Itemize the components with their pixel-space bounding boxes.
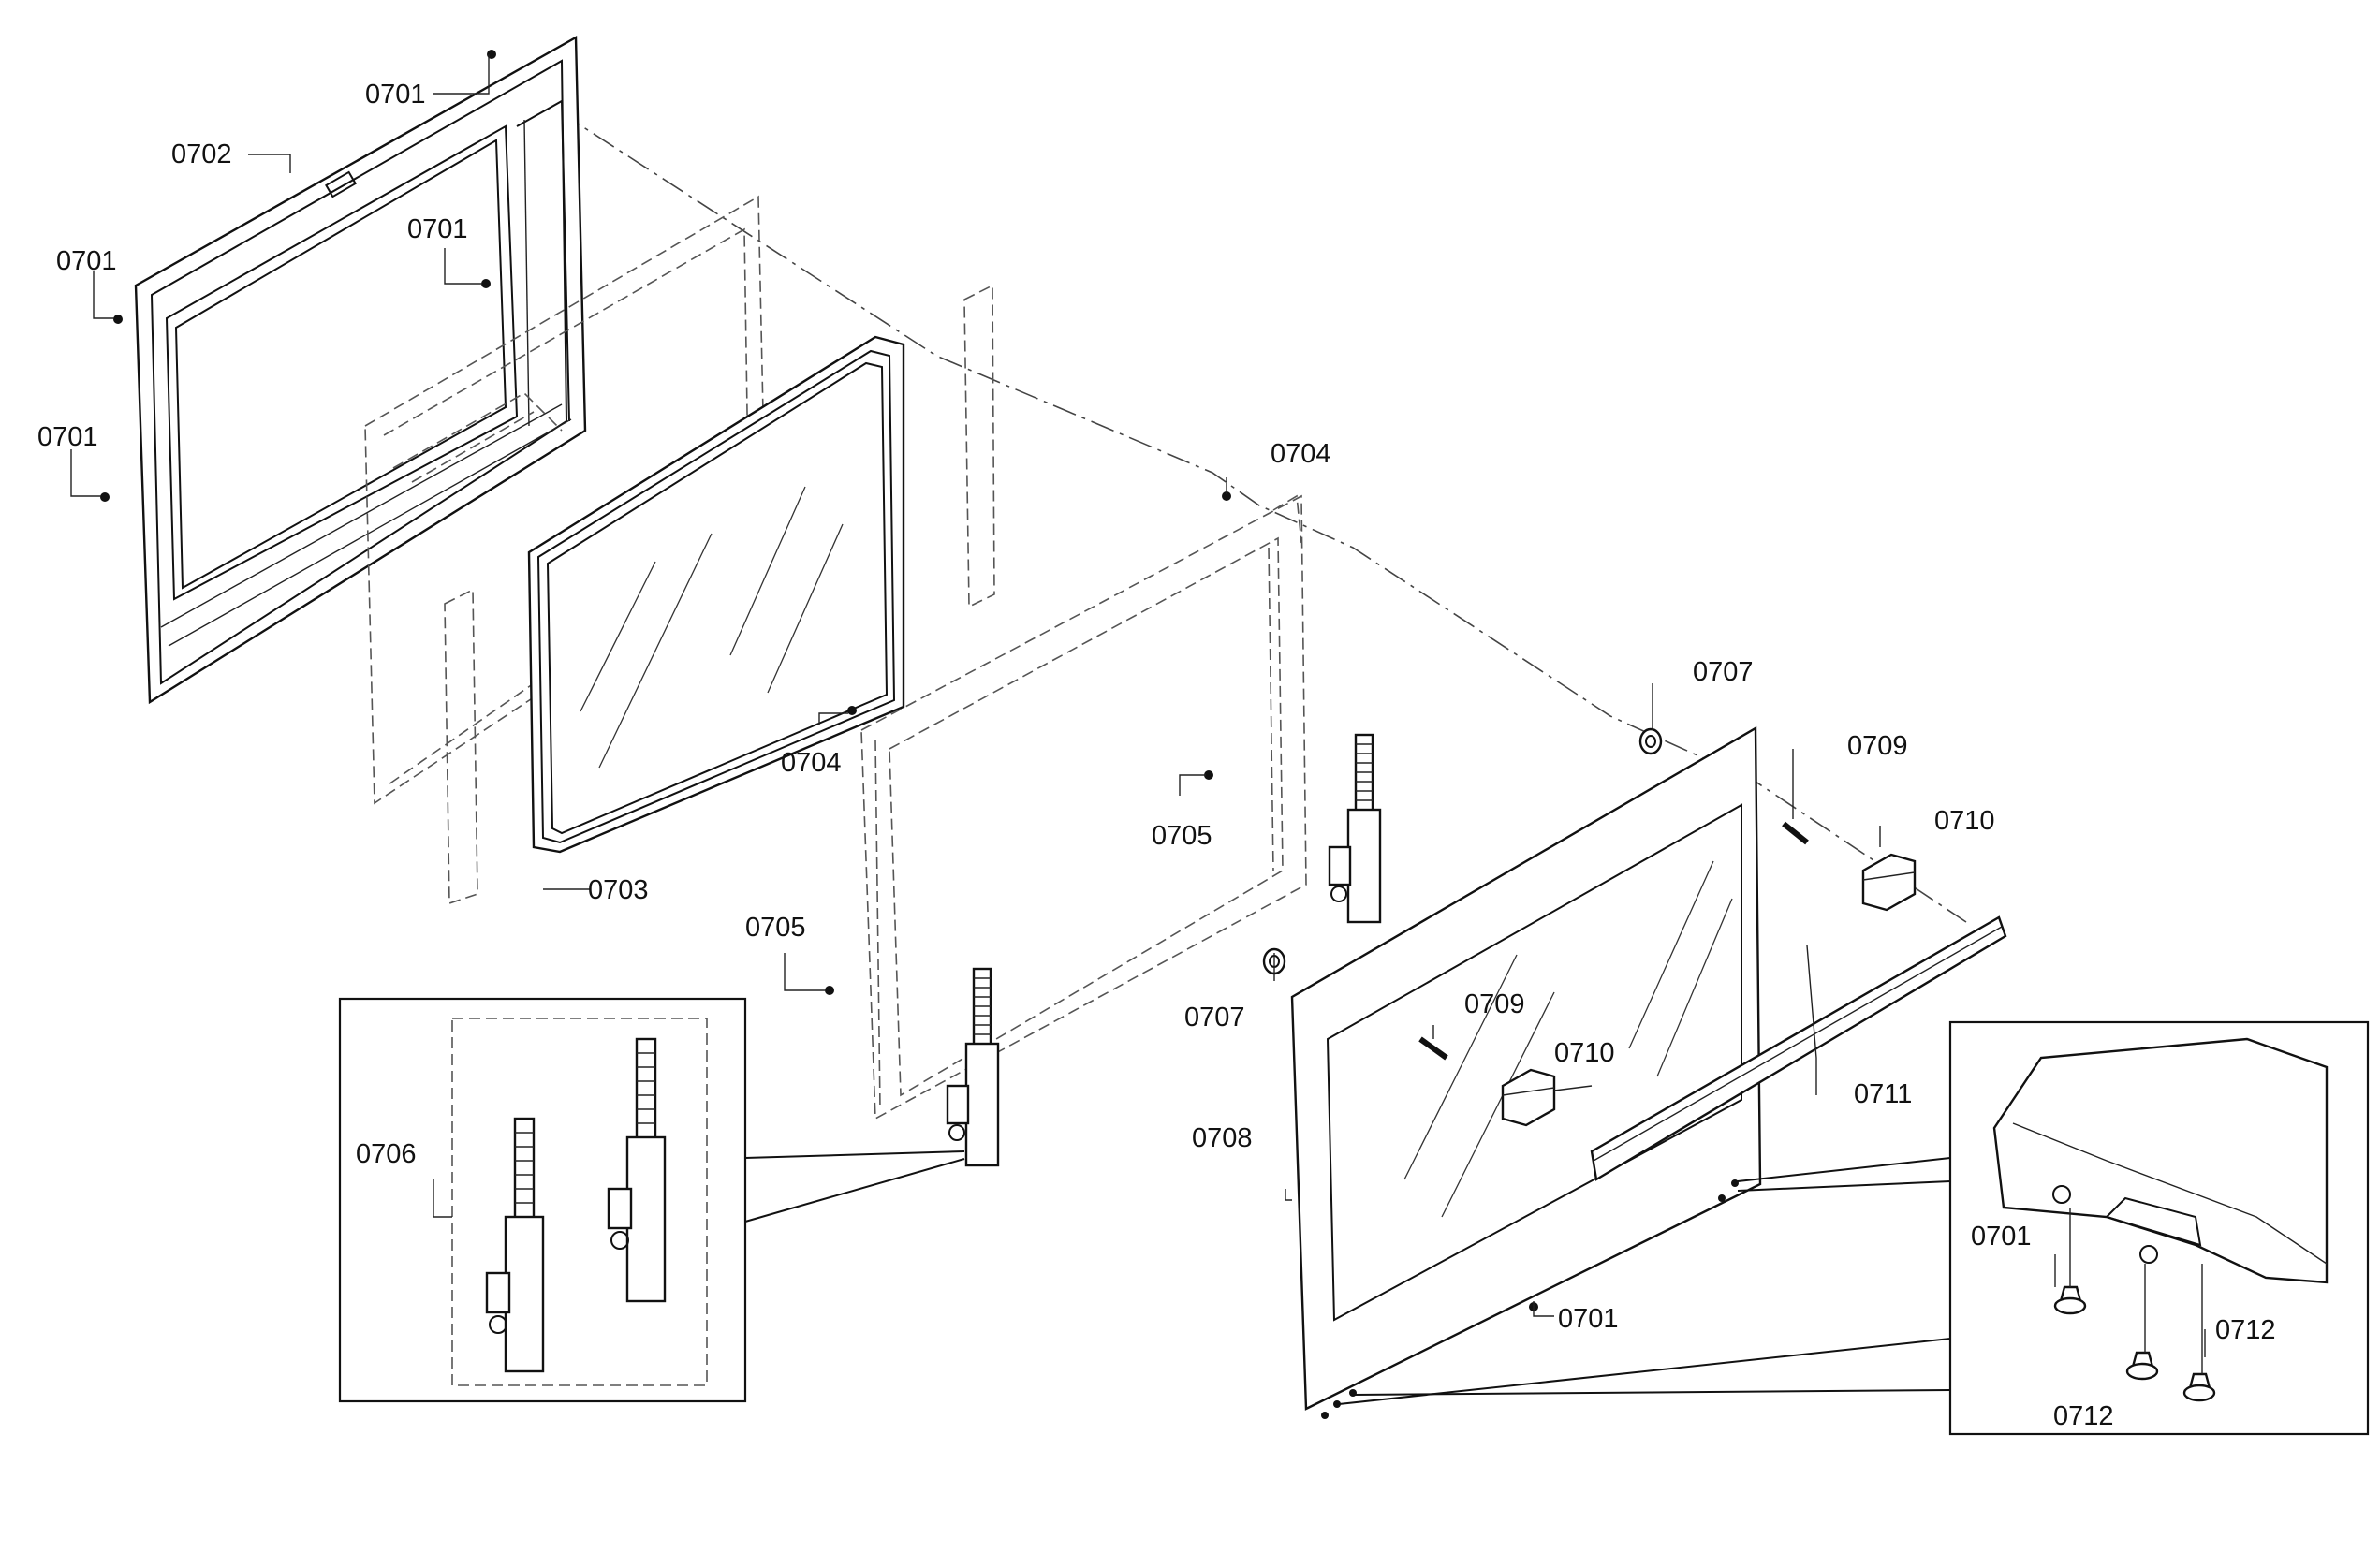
inner-glass-pane-0703 [527, 335, 905, 854]
bushing-top-0707 [1638, 727, 1663, 755]
hinge-right-0705 [1328, 733, 1382, 924]
side-bracket-right [963, 284, 995, 608]
label-0709-mid: 0709 [1464, 989, 1525, 1019]
label-0701-top: 0701 [365, 80, 426, 110]
outer-door-frame-0702 [134, 35, 587, 705]
label-0701-left1: 0701 [56, 246, 117, 276]
hinge-left-0705 [946, 967, 1000, 1167]
label-0707-mid: 0707 [1184, 1003, 1245, 1032]
side-bracket-left [444, 588, 478, 905]
pin-mid-0709 [1418, 1036, 1448, 1061]
label-0704-top: 0704 [1271, 439, 1331, 469]
label-0708: 0708 [1192, 1123, 1253, 1153]
label-0701-mid: 0701 [407, 214, 468, 244]
label-0710-mid: 0710 [1554, 1038, 1615, 1068]
pin-top-0709 [1782, 821, 1809, 845]
inset-bottom-detail [1948, 1020, 2370, 1436]
label-0701-left2: 0701 [37, 422, 98, 452]
label-0707-top: 0707 [1693, 657, 1754, 687]
screw-points [100, 50, 1739, 1419]
screw-0712-right [2182, 1372, 2216, 1402]
inset-callout-lines [744, 1150, 965, 1223]
inner-door-frame-0704 [860, 494, 1307, 1120]
outer-door-panel-0708 [1290, 725, 1762, 1411]
label-0709-top: 0709 [1847, 731, 1908, 761]
label-0706: 0706 [356, 1139, 417, 1169]
door-handle-0711 [1590, 915, 2007, 1181]
screw-0712-left [2125, 1351, 2159, 1381]
label-0705-left: 0705 [745, 913, 806, 943]
handle-cap-top-0710 [1861, 853, 1917, 912]
inset-hinge-set-0706 [338, 997, 747, 1403]
label-0712-bottom: 0712 [2053, 1401, 2114, 1431]
handle-cap-mid-0710 [1501, 1068, 1556, 1127]
label-0712-right: 0712 [2215, 1315, 2276, 1345]
label-0704-mid: 0704 [781, 748, 842, 778]
label-0705-right: 0705 [1152, 821, 1212, 851]
label-0710-top: 0710 [1934, 806, 1995, 836]
label-0703: 0703 [588, 875, 649, 905]
label-0702: 0702 [171, 139, 232, 169]
label-0701-bottom: 0701 [1558, 1304, 1619, 1334]
part-labels: 0701 0702 0701 0701 0701 0704 0704 0703 … [37, 80, 2276, 1431]
screw-0701-inset [2053, 1285, 2087, 1315]
leader-lines [70, 54, 2206, 1357]
label-0701-inset: 0701 [1971, 1222, 2032, 1252]
inset-bottom-callout-lines [1338, 1157, 1951, 1405]
label-0711: 0711 [1854, 1079, 1912, 1109]
